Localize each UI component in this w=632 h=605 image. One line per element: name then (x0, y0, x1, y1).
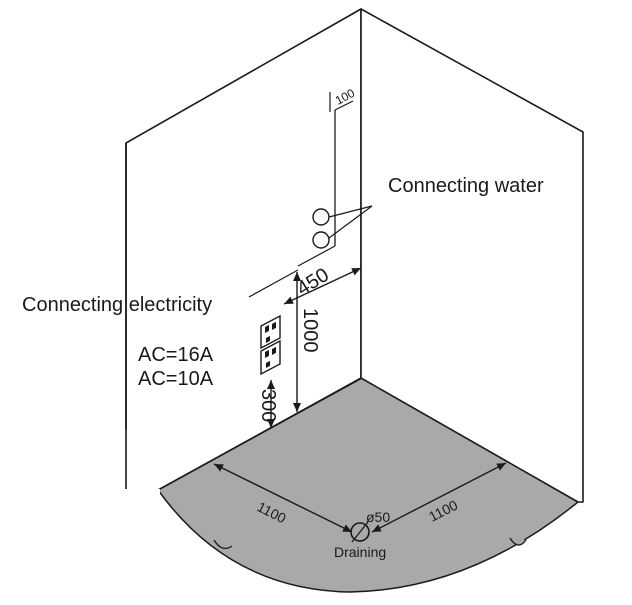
socket-upper-icon (260, 314, 281, 350)
electricity-leader (248, 269, 299, 298)
water-leader-lower (328, 205, 373, 239)
dim-1000: 1000 (299, 308, 321, 353)
connecting-electricity-label: Connecting electricity (22, 294, 212, 316)
drain-diameter: ø50 (366, 509, 390, 525)
connecting-water-label: Connecting water (388, 175, 544, 197)
left-wall (125, 8, 362, 491)
dim-300: 300 (257, 389, 279, 422)
shower-tray-floor (156, 377, 580, 593)
dim-100-tick-a (334, 100, 354, 111)
tray-foot-right (509, 537, 527, 546)
tray-foot-left (213, 539, 233, 550)
water-inlet-upper-icon (312, 208, 330, 226)
dim-1100-left-arrow (213, 463, 353, 533)
ac-10a-label: AC=10A (138, 368, 214, 390)
drain-cross (351, 521, 369, 543)
socket-lower-icon (260, 339, 281, 376)
ac-16a-label: AC=16A (138, 344, 214, 366)
draining-label: Draining (334, 544, 386, 560)
water-connection-line (297, 245, 336, 267)
water-inlet-lower-icon (312, 231, 330, 249)
water-leader-upper (328, 205, 373, 218)
dim-1100-right-arrow (371, 462, 507, 533)
drain-icon (350, 522, 370, 542)
right-wall (360, 8, 584, 503)
